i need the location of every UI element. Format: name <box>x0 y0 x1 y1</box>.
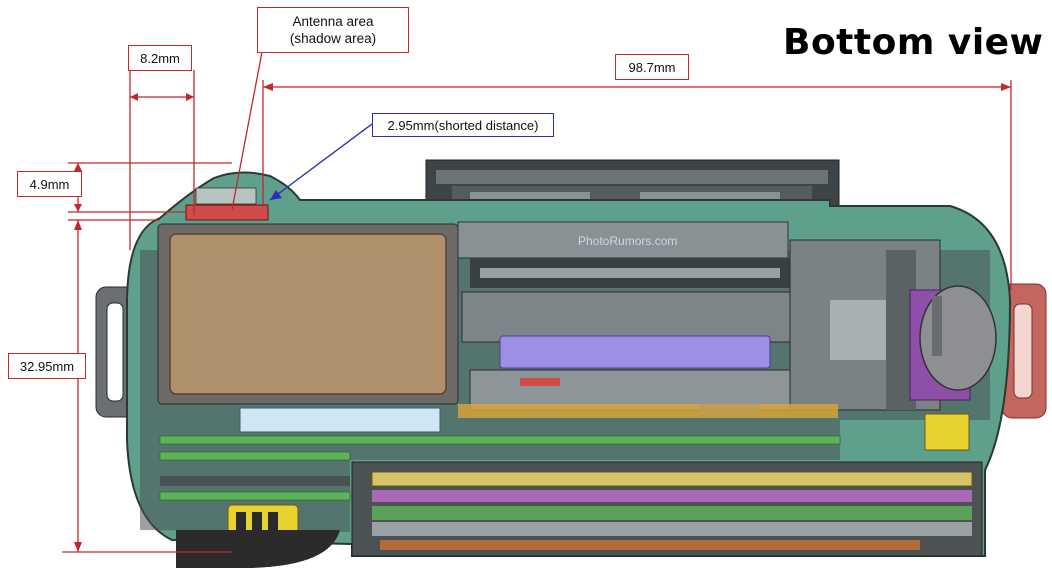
antenna-area-label: Antenna area (shadow area) <box>257 7 409 53</box>
antenna-strip <box>185 204 269 221</box>
pcb-boards <box>159 404 841 501</box>
right-strap-lug <box>1001 283 1047 419</box>
lcd-layer <box>239 407 441 433</box>
rear-screen-stack <box>351 461 983 557</box>
dimension-98-7mm: 98.7mm <box>615 54 689 80</box>
dimension-4-9mm: 4.9mm <box>17 171 82 197</box>
dimension-32-95mm: 32.95mm <box>8 353 86 379</box>
left-strap-lug <box>95 286 137 418</box>
dimension-8-2mm: 8.2mm <box>128 45 192 71</box>
watermark: PhotoRumors.com <box>578 234 678 248</box>
shutter-sensor-assembly <box>457 221 801 414</box>
view-title: Bottom view <box>783 22 1044 63</box>
antenna-label-line1: Antenna area <box>292 14 374 29</box>
speaker <box>919 285 997 391</box>
antenna-label-line2: (shadow area) <box>289 31 377 46</box>
shortest-distance-leader <box>269 123 373 201</box>
dimension-2-95mm-callout: 2.95mm(shorted distance) <box>372 113 554 137</box>
battery <box>157 223 459 405</box>
bottom-grip-buttons <box>176 504 340 568</box>
yellow-component <box>924 413 970 451</box>
